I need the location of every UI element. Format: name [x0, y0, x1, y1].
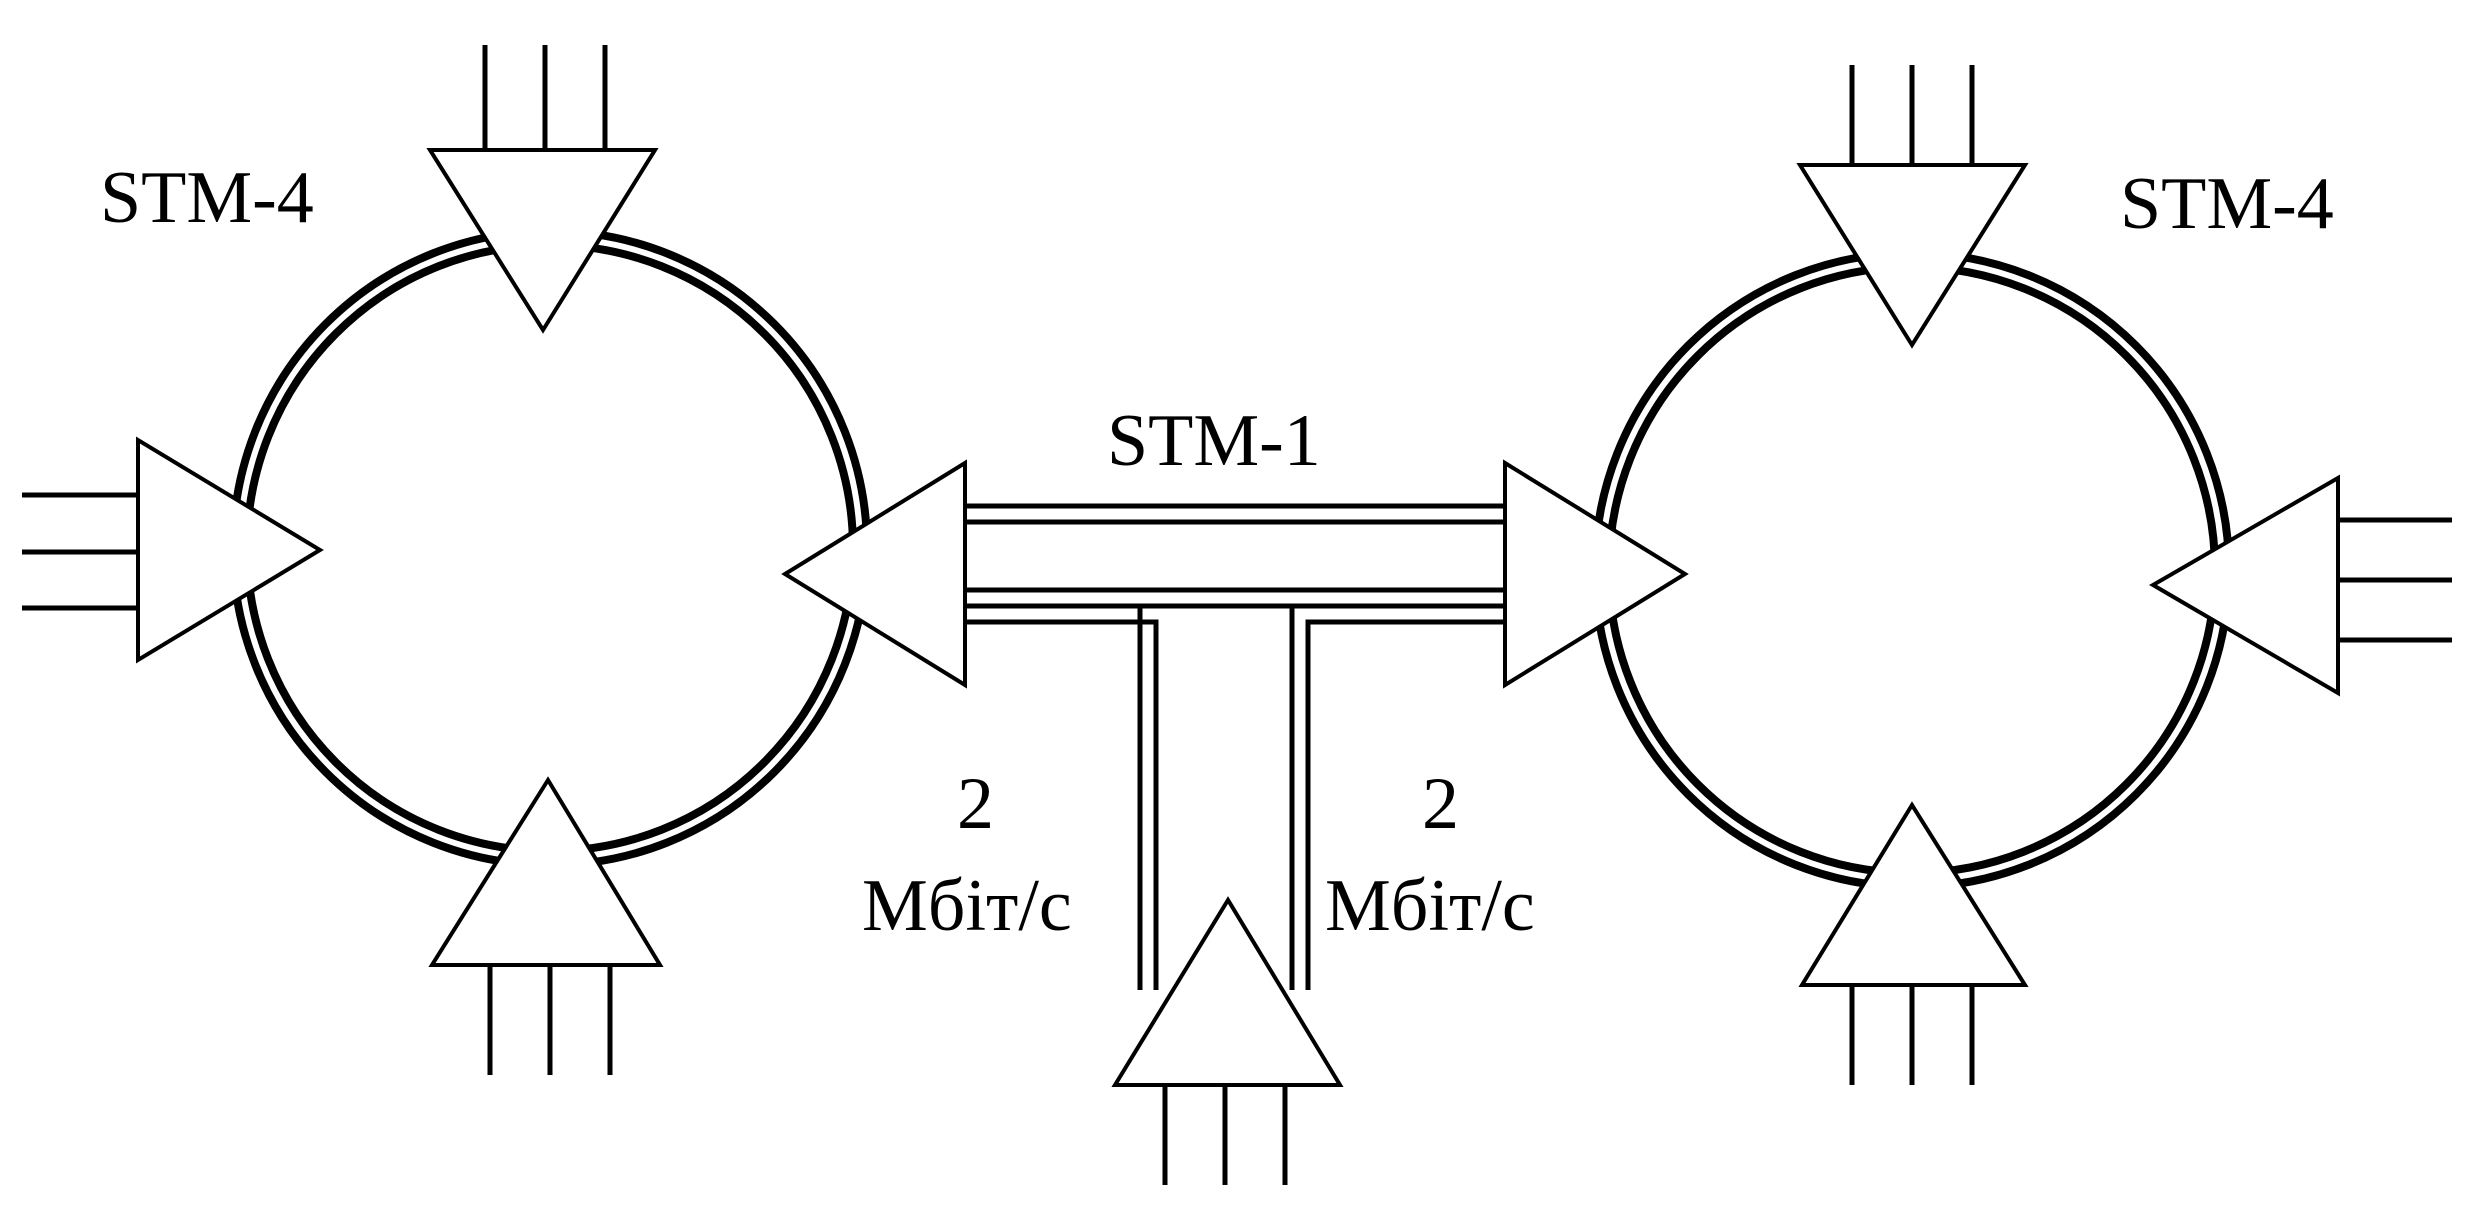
right-ring-outer [1591, 249, 2233, 891]
link-label: STM-1 [1107, 400, 1321, 482]
left-ring-label: STM-4 [100, 157, 314, 239]
right-ring [1591, 249, 2233, 891]
right-ring-right-node [2149, 474, 2340, 697]
stm1-link [965, 503, 1510, 609]
center-bottom-node [1111, 896, 1344, 1087]
left-ring-outer [229, 227, 871, 869]
right-ring-left-node [1503, 459, 1689, 689]
right-branch-rate: 2 [1422, 763, 1459, 845]
left-branch-rate: 2 [957, 763, 994, 845]
right-ring-bottom-node [1798, 801, 2029, 987]
left-ring-right-node [781, 459, 967, 689]
left-ring [229, 227, 871, 869]
t-branch [965, 603, 1510, 990]
right-ring-label: STM-4 [2120, 163, 2334, 245]
nodes [136, 148, 2340, 1087]
left-branch-unit: Мбіт/с [862, 865, 1072, 947]
right-ring-top-node [1796, 163, 2029, 349]
left-ring-top-node [426, 148, 659, 334]
tributaries [22, 45, 2452, 1185]
left-ring-left-node [136, 436, 324, 664]
right-branch-unit: Мбіт/с [1325, 865, 1535, 947]
left-ring-bottom-node [428, 776, 664, 967]
